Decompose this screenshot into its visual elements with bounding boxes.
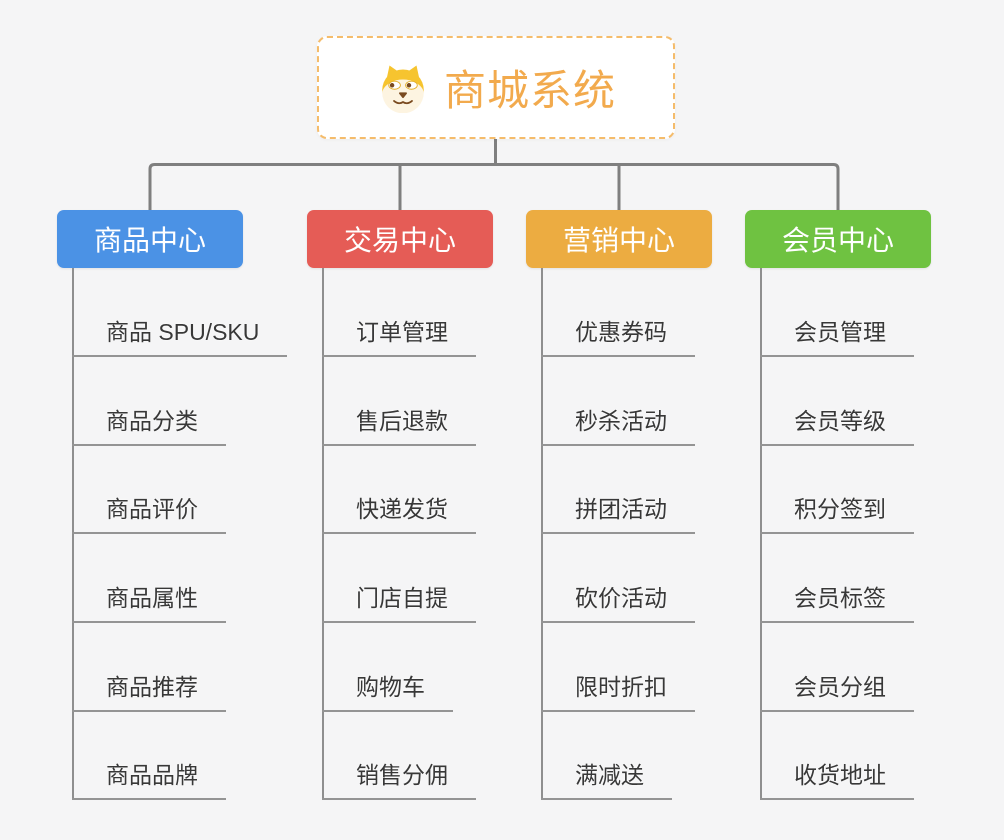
leaf-node[interactable]: 会员标签: [760, 579, 914, 623]
leaf-label: 限时折扣: [575, 674, 667, 700]
leaf-node[interactable]: 订单管理: [322, 313, 476, 357]
leaf-node[interactable]: 积分签到: [760, 490, 914, 534]
leaf-label: 商品评价: [106, 496, 198, 522]
leaf-label: 订单管理: [356, 319, 448, 345]
leaf-label: 商品属性: [106, 585, 198, 611]
leaf-node[interactable]: 秒杀活动: [541, 402, 695, 446]
leaf-label: 会员管理: [794, 319, 886, 345]
leaf-label: 会员等级: [794, 408, 886, 434]
root-node[interactable]: 商城系统: [317, 36, 675, 139]
leaf-label: 积分签到: [794, 496, 886, 522]
leaf-node[interactable]: 会员管理: [760, 313, 914, 357]
leaf-label: 会员标签: [794, 585, 886, 611]
branch-label: 营销中心: [562, 225, 675, 256]
leaf-label: 商品推荐: [106, 674, 198, 700]
leaf-label: 秒杀活动: [575, 408, 667, 434]
leaf-node[interactable]: 优惠券码: [541, 313, 695, 357]
branch-node-product-center[interactable]: 商品中心: [57, 210, 243, 268]
dog-face-icon: [382, 65, 424, 113]
branch-children-line: [760, 268, 762, 800]
branch-label: 商品中心: [93, 225, 206, 256]
leaf-node[interactable]: 商品评价: [72, 490, 226, 534]
leaf-label: 门店自提: [356, 585, 448, 611]
leaf-label: 砍价活动: [575, 585, 667, 611]
leaf-node[interactable]: 商品 SPU/SKU: [72, 313, 288, 357]
leaf-label: 拼团活动: [575, 496, 667, 522]
leaf-label: 购物车: [356, 674, 425, 700]
leaf-node[interactable]: 拼团活动: [541, 490, 695, 534]
branch-node-member-center[interactable]: 会员中心: [745, 210, 931, 268]
branch-node-trade-center[interactable]: 交易中心: [307, 210, 493, 268]
branch-children-line: [72, 268, 74, 800]
branch-children-line: [541, 268, 543, 800]
branch-label: 交易中心: [343, 225, 456, 256]
leaf-node[interactable]: 砍价活动: [541, 579, 695, 623]
leaf-node[interactable]: 商品分类: [72, 402, 226, 446]
leaf-label: 商品分类: [106, 408, 198, 434]
leaf-label: 销售分佣: [356, 762, 448, 788]
leaf-label: 商品 SPU/SKU: [106, 319, 260, 345]
leaf-node[interactable]: 商品推荐: [72, 668, 226, 712]
leaf-node[interactable]: 商品品牌: [72, 756, 226, 800]
root-label: 商城系统: [443, 67, 616, 114]
leaf-label: 商品品牌: [106, 762, 198, 788]
leaf-node[interactable]: 满减送: [541, 756, 672, 800]
leaf-label: 售后退款: [356, 408, 448, 434]
leaf-node[interactable]: 门店自提: [322, 579, 476, 623]
branch-label: 会员中心: [781, 225, 894, 256]
branch-children-line: [322, 268, 324, 800]
leaf-node[interactable]: 销售分佣: [322, 756, 476, 800]
leaf-node[interactable]: 售后退款: [322, 402, 476, 446]
leaf-label: 优惠券码: [575, 319, 667, 345]
branch-rail-line: [148, 163, 840, 211]
leaf-label: 收货地址: [794, 762, 886, 788]
leaf-node[interactable]: 商品属性: [72, 579, 226, 623]
leaf-node[interactable]: 会员等级: [760, 402, 914, 446]
leaf-node[interactable]: 限时折扣: [541, 668, 695, 712]
leaf-node[interactable]: 快递发货: [322, 490, 476, 534]
leaf-label: 快递发货: [356, 496, 448, 522]
leaf-node[interactable]: 会员分组: [760, 668, 914, 712]
leaf-node[interactable]: 收货地址: [760, 756, 914, 800]
branch-node-marketing-center[interactable]: 营销中心: [526, 210, 712, 268]
leaf-label: 满减送: [575, 762, 644, 788]
leaf-label: 会员分组: [794, 674, 886, 700]
leaf-node[interactable]: 购物车: [322, 668, 453, 712]
